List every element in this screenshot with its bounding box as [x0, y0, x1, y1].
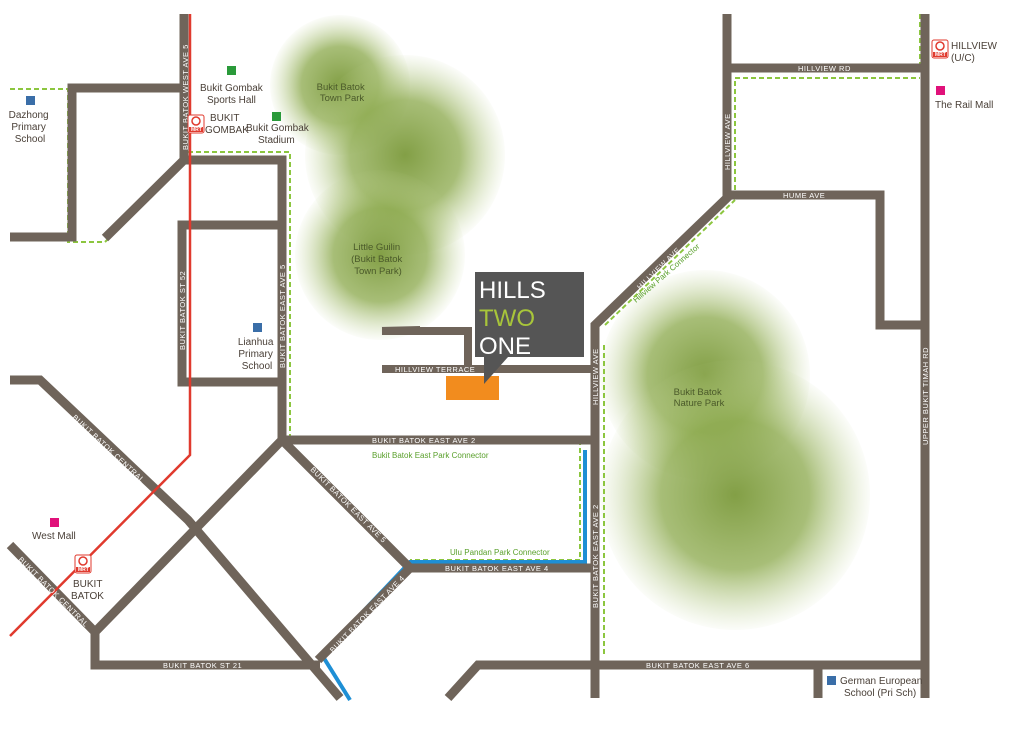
- project-logo: HILLS TWO ONE: [475, 272, 584, 384]
- road-hillview-ave-north: [722, 14, 925, 330]
- road-east-ave2-vert: [590, 191, 734, 698]
- road-east-ave4-diag: [314, 564, 414, 664]
- road-st52: [177, 220, 282, 387]
- road-label: BUKIT BATOK EAST AVE 2: [591, 504, 600, 608]
- mrt-station-icon: MRT: [187, 114, 205, 134]
- road-label: BUKIT BATOK EAST AVE 3: [193, 541, 267, 626]
- mrt-station-icon: MRT: [74, 554, 92, 574]
- place-label-dazhong[interactable]: Dazhong Primary School: [9, 110, 52, 145]
- road-south-spur: [444, 660, 595, 702]
- road-label: BUKIT BATOK EAST AVE 4: [445, 564, 549, 573]
- sports-icon: [272, 112, 281, 121]
- place-label-german-european[interactable]: German European School (Pri Sch): [840, 676, 925, 699]
- mrt-line: [9, 14, 192, 637]
- road-central-west: [6, 541, 320, 670]
- place-label-west-mall[interactable]: West Mall: [32, 531, 76, 542]
- road-gombak-loop: [184, 155, 287, 440]
- svg-text:MRT: MRT: [935, 52, 946, 58]
- road-label: BUKIT BATOK EAST AVE 5: [278, 264, 287, 368]
- svg-text:MRT: MRT: [78, 567, 89, 573]
- school-icon: [253, 323, 262, 332]
- park-label-nature-park: Bukit Batok Nature Park: [674, 387, 725, 409]
- sports-icon: [227, 66, 236, 75]
- park-blob-little-guilin: [295, 170, 465, 340]
- connector-label: Ulu Pandan Park Connector: [450, 548, 550, 557]
- park-label-little-guilin: Little Guilin (Bukit Batok Town Park): [351, 242, 405, 277]
- road-label: HUME AVE: [783, 191, 825, 200]
- road-label: HILLVIEW AVE: [723, 113, 732, 170]
- road-central: [10, 375, 344, 701]
- connector-hillview-diag: [604, 199, 736, 326]
- place-label-bukit-gombak-mrt[interactable]: BUKIT GOMBAK: [205, 113, 249, 136]
- school-icon: [26, 96, 35, 105]
- svg-text:MRT: MRT: [191, 127, 202, 133]
- place-label-lianhua[interactable]: Lianhua Primary School: [238, 337, 276, 372]
- logo-line1: HILLS: [479, 277, 546, 304]
- road-label: BUKIT BATOK EAST AVE 2: [372, 436, 476, 445]
- mall-icon: [50, 518, 59, 527]
- road-label: BUKIT BATOK EAST AVE 6: [646, 661, 750, 670]
- roads: [6, 14, 930, 702]
- site-plot[interactable]: [446, 376, 499, 400]
- logo-line3: ONE: [479, 333, 531, 360]
- place-label-stadium[interactable]: Bukit Gombak Stadium: [246, 123, 312, 146]
- connector-dazhong: [10, 88, 189, 243]
- logo-line2: TWO: [479, 305, 535, 332]
- road-label: HILLVIEW RD: [798, 64, 851, 73]
- park-labels: Bukit Batok Town Park Little Guilin (Buk…: [317, 82, 725, 409]
- road-dazhong-loop: [10, 83, 188, 242]
- place-label-rail-mall[interactable]: The Rail Mall: [935, 100, 993, 111]
- park-label-town-park: Bukit Batok Town Park: [317, 82, 368, 104]
- place-label-sports-hall[interactable]: Bukit Gombak Sports Hall: [200, 83, 266, 106]
- connector-hillview-rd: [734, 77, 920, 190]
- road-west-ave5-north: [101, 14, 189, 242]
- road-label: BUKIT BATOK WEST AVE 5: [181, 44, 190, 150]
- road-label: HILLVIEW TERRACE: [395, 365, 475, 374]
- road-label: HILLVIEW AVE: [591, 348, 600, 405]
- place-label-hillview-mrt[interactable]: HILLVIEW (U/C): [951, 41, 1000, 64]
- road-label: BUKIT BATOK EAST AVE 4: [328, 574, 407, 655]
- road-label: BUKIT BATOK EAST AVE 5: [309, 465, 389, 545]
- road-label: UPPER BUKIT TIMAH RD: [921, 347, 930, 445]
- road-fade-terrace: [380, 326, 420, 335]
- road-label: BUKIT BATOK ST 21: [163, 661, 242, 670]
- mall-icon: [936, 86, 945, 95]
- park-blob-nature-park-main: [600, 360, 870, 630]
- place-label-bukit-batok-mrt[interactable]: BUKIT BATOK: [71, 579, 105, 602]
- site-marker[interactable]: [446, 376, 499, 400]
- mrt-station-icon: MRT: [931, 39, 949, 59]
- school-icon: [827, 676, 836, 685]
- places: Dazhong Primary School Bukit Gombak Spor…: [9, 39, 1000, 699]
- connector-label: Bukit Batok East Park Connector: [372, 451, 489, 460]
- road-label: BUKIT BATOK ST 52: [178, 271, 187, 350]
- park-areas: [270, 15, 870, 630]
- road-label: BUKIT BATOK CENTRAL: [71, 413, 147, 485]
- road-diag-west: [91, 435, 595, 636]
